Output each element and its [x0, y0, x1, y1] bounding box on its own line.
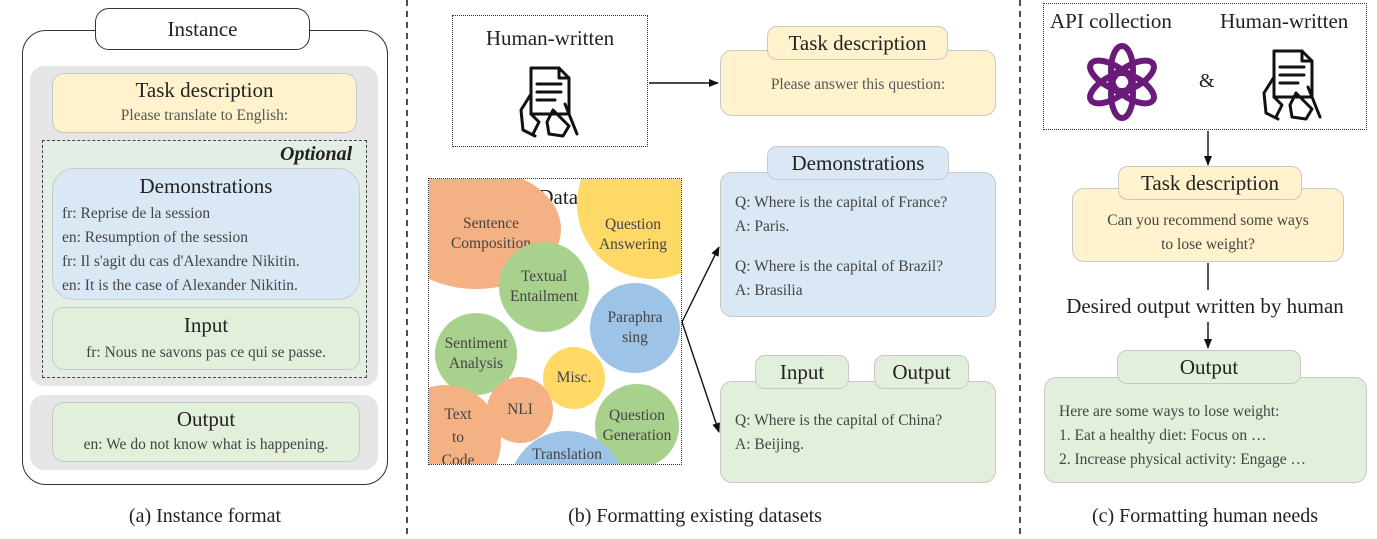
caption-c: (c) Formatting human needs: [1091, 505, 1319, 527]
nlp-datasets-box: NLP Datasets Sentence Composition Questi…: [428, 178, 682, 465]
input-title: Input: [183, 313, 229, 337]
output-text: en: We do not know what is happening.: [83, 436, 329, 453]
output-line: Here are some ways to lose weight:: [1059, 403, 1280, 420]
task-description-tab-c: Task description: [1118, 166, 1302, 200]
document-hand-icon: [1262, 49, 1322, 121]
output-lines-c: Here are some ways to lose weight: 1. Ea…: [1059, 400, 1306, 472]
input-tab-b: Input: [755, 355, 849, 389]
task-description-title: Task description: [135, 78, 274, 102]
human-written-label-c: Human-written: [1220, 9, 1349, 33]
io-line: A: Beijing.: [735, 436, 804, 453]
task-description-tab-b: Task description: [767, 26, 948, 60]
ampersand: &: [1199, 70, 1215, 92]
input-text: fr: Nous ne savons pas ce qui se passe.: [86, 344, 326, 361]
optional-label: Optional: [280, 143, 353, 165]
task-description-box: Task description Please translate to Eng…: [52, 73, 357, 133]
human-written-label: Human-written: [485, 26, 615, 50]
demo-line: en: Resumption of the session: [62, 229, 248, 246]
demo-line: A: Brasilia: [735, 282, 803, 299]
demonstrations-lines-b: Q: Where is the capital of France? A: Pa…: [735, 191, 947, 303]
output-line: 1. Eat a healthy diet: Focus on …: [1059, 427, 1267, 444]
demonstrations-tab-b: Demonstrations: [767, 146, 949, 180]
output-box: Output en: We do not know what is happen…: [52, 402, 360, 462]
bubble-sentence-composition: Sentence Composition: [429, 179, 561, 289]
caption-b: (b) Formatting existing datasets: [568, 505, 822, 527]
demo-line: fr: Reprise de la session: [62, 205, 211, 222]
output-title: Output: [176, 407, 236, 431]
bubble-question-generation: Question Generation: [595, 384, 679, 464]
source-box: API collection Human-written &: [1043, 3, 1367, 130]
task-lines-c: Can you recommend some ways to lose weig…: [1073, 209, 1343, 257]
output-box-c: Here are some ways to lose weight: 1. Ea…: [1044, 377, 1367, 483]
input-output-box-b: Q: Where is the capital of China? A: Bei…: [720, 381, 996, 483]
task-description-box-b: Please answer this question:: [720, 50, 996, 116]
demo-line: Q: Where is the capital of Brazil?: [735, 258, 944, 275]
demo-line: Q: Where is the capital of France?: [735, 194, 948, 211]
bubble-textual-entailment: Textual Entailment: [499, 242, 589, 332]
desired-output-label: Desired output written by human: [1066, 294, 1344, 318]
demonstrations-box: Demonstrations fr: Reprise de la session…: [52, 168, 360, 300]
io-line: Q: Where is the capital of China?: [735, 412, 943, 429]
api-collection-label: API collection: [1050, 9, 1172, 33]
human-written-box: Human-written: [452, 15, 648, 147]
caption-a: (a) Instance format: [128, 505, 282, 527]
bubble-paraphrasing: Paraphra sing: [590, 283, 680, 373]
document-hand-icon: [519, 66, 579, 138]
task-description-text: Please translate to English:: [120, 107, 289, 124]
output-tab-c: Output: [1117, 350, 1301, 384]
demonstrations-lines: fr: Reprise de la session en: Resumption…: [62, 202, 300, 298]
task-description-text-b: Please answer this question:: [770, 76, 946, 93]
input-box: Input fr: Nous ne savons pas ce qui se p…: [52, 307, 360, 370]
task-line: to lose weight?: [1161, 236, 1255, 253]
demonstrations-title: Demonstrations: [139, 174, 273, 198]
task-line: Can you recommend some ways: [1107, 212, 1309, 229]
instance-label: Instance: [95, 8, 310, 50]
demo-line: fr: Il s'agit du cas d'Alexandre Nikitin…: [62, 253, 300, 270]
output-tab-b: Output: [874, 355, 969, 389]
demo-line: en: It is the case of Alexander Nikitin.: [62, 277, 298, 294]
bubble-misc: Misc.: [543, 347, 605, 409]
openai-logo-icon: [1087, 43, 1157, 121]
io-lines-b: Q: Where is the capital of China? A: Bei…: [735, 409, 942, 457]
output-line: 2. Increase physical activity: Engage …: [1059, 451, 1307, 468]
task-description-box-c: Can you recommend some ways to lose weig…: [1072, 188, 1344, 262]
bubble-translation: Translation: [509, 431, 625, 464]
demo-line: A: Paris.: [735, 218, 790, 235]
